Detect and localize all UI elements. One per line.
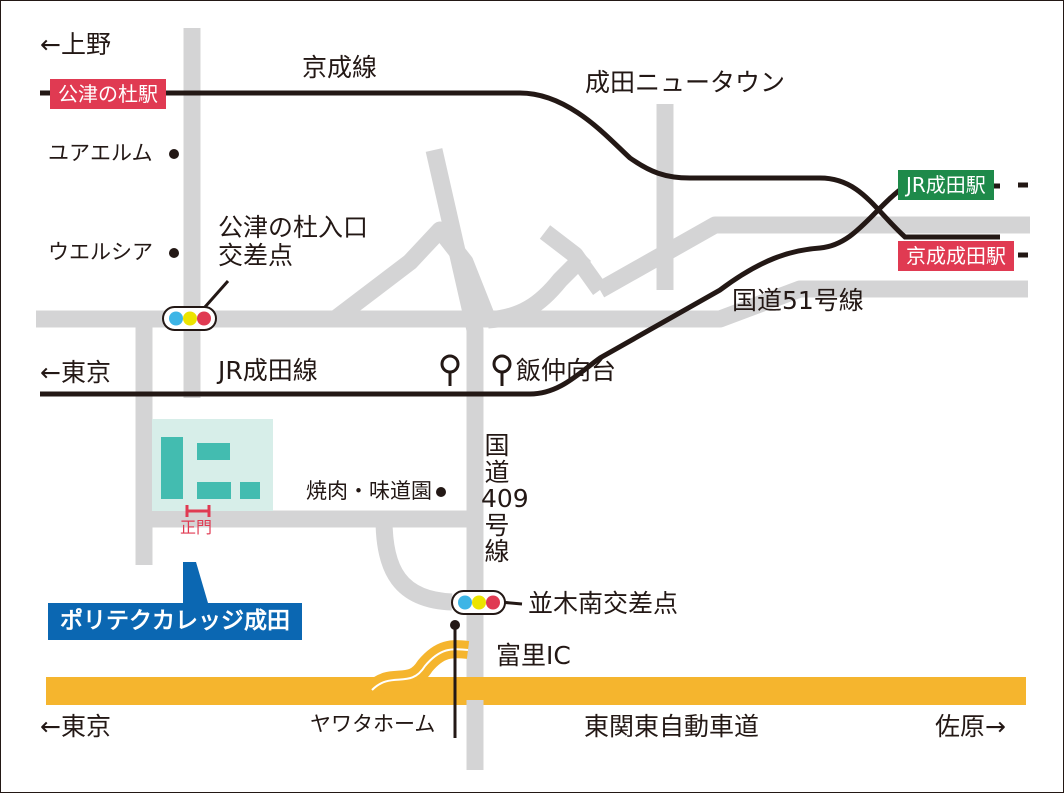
- road-upper-east: [595, 216, 1030, 298]
- roads: [36, 28, 1030, 770]
- station-jr-narita: JR成田駅: [898, 170, 994, 200]
- main-gate-label: 正門: [180, 518, 213, 537]
- campus-building: [197, 482, 231, 499]
- road-route51: [335, 280, 1028, 328]
- road-route409: [425, 148, 484, 770]
- campus-building: [240, 482, 260, 499]
- road-label-route51: 国道51号線: [732, 286, 864, 315]
- road-label-expressway: 東関東自動車道: [584, 712, 760, 741]
- campus-building: [161, 437, 183, 499]
- expressway-band: [46, 677, 1026, 705]
- landmark-uaerumu: ユアエルム: [48, 141, 153, 165]
- line-label-keisei: 京成線: [302, 53, 378, 82]
- school-name-callout: ポリテクカレッジ成田: [48, 603, 302, 640]
- landmark-dot-icon: [169, 248, 179, 258]
- rail-jr-narita: [40, 183, 1000, 397]
- ic-ramp-line: [371, 648, 469, 691]
- landmark-dot-icon: [450, 620, 460, 630]
- bus-stop-icon: [440, 354, 460, 386]
- station-keisei-narita: 京成成田駅: [898, 241, 1014, 271]
- intersection-kozunomori-iriguchi: 公津の杜入口交差点: [218, 213, 369, 270]
- school-callout-pointer: [183, 562, 208, 603]
- expressway: [46, 640, 1026, 705]
- direction-tokyo-expressway: ←東京: [40, 712, 111, 741]
- bus-stop-label: 飯仲向台: [516, 356, 617, 385]
- landmark-uerushia: ウエルシア: [48, 240, 153, 264]
- campus-building: [197, 443, 230, 460]
- road-namiki-curve: [375, 518, 453, 611]
- intersection-namiki-minami: 並木南交差点: [528, 589, 679, 618]
- direction-ueno: ←上野: [40, 30, 111, 59]
- direction-tokyo-rail: ←東京: [40, 358, 111, 387]
- station-kozunomori: 公津の杜駅: [50, 79, 166, 109]
- bus-stop-icon: [492, 354, 512, 386]
- road-label-route409: 国道409号線: [481, 431, 529, 566]
- landmark-dot-icon: [169, 149, 179, 159]
- line-label-jr-narita: JR成田線: [218, 356, 318, 385]
- landmark-dot-icon: [436, 487, 446, 497]
- traffic-signal-icon: [162, 306, 217, 331]
- landmark-yawata-home: ヤワタホーム: [310, 712, 436, 736]
- direction-sawara: 佐原→: [935, 712, 1006, 741]
- railways: [40, 90, 1028, 397]
- line-label-narita-new-town: 成田ニュータウン: [585, 68, 786, 97]
- traffic-signal-icon: [451, 590, 506, 615]
- road-link-mid: [539, 225, 607, 295]
- landmark-yakiniku: 焼肉・味道園: [306, 479, 432, 503]
- road-label-interchange: 富里IC: [496, 641, 571, 670]
- rail-keisei: [40, 90, 1000, 240]
